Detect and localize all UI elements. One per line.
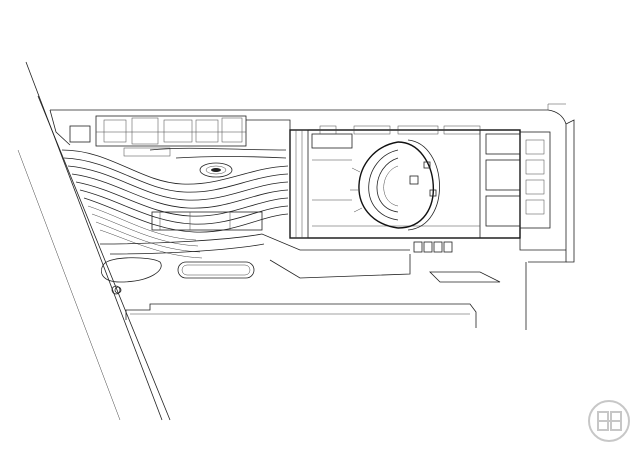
parking-bays — [269, 241, 501, 283]
right-boundary — [565, 119, 575, 263]
upper-building-block — [69, 115, 291, 157]
theatre-building — [289, 125, 566, 251]
landscape-contours — [61, 147, 289, 259]
diagonal-road — [17, 61, 171, 421]
lower-road — [114, 262, 527, 330]
logo-watermark-icon — [588, 400, 630, 442]
lower-podium — [99, 211, 410, 255]
auditorium-seating — [350, 139, 440, 231]
planter-islands — [101, 257, 255, 295]
